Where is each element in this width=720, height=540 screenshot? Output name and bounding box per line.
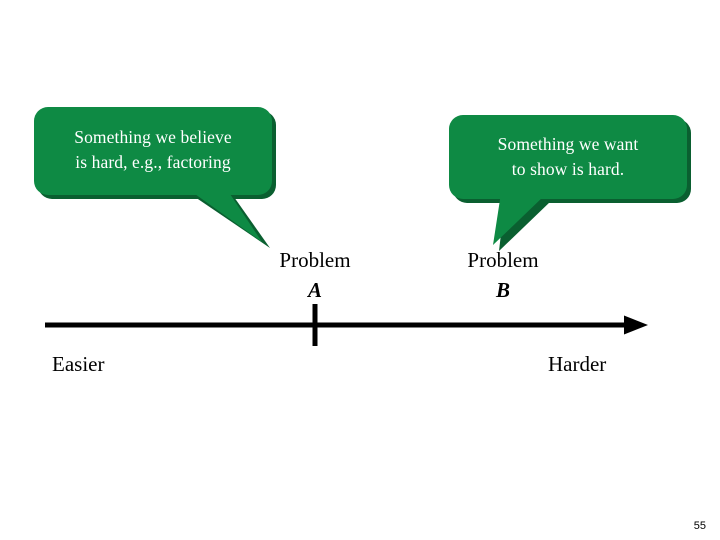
- problem-a-letter: A: [307, 277, 322, 302]
- problem-b-label: Problem B: [423, 246, 583, 306]
- problem-b-letter: B: [495, 277, 510, 302]
- problem-a-label: Problem A: [235, 246, 395, 306]
- axis-arrowhead-icon: [624, 315, 648, 335]
- axis-label-easier: Easier: [52, 352, 105, 376]
- problem-b-word: Problem: [467, 248, 539, 272]
- callout-right-text: Something we want to show is hard.: [497, 134, 639, 179]
- callout-bubble-left: Something we believe is hard, e.g., fact…: [34, 107, 276, 248]
- axis-label-harder: Harder: [548, 352, 607, 376]
- problem-a-word: Problem: [279, 248, 351, 272]
- callout-left-body: Something we believe is hard, e.g., fact…: [34, 107, 272, 195]
- callout-right-body: Something we want to show is hard.: [449, 115, 687, 199]
- page-number: 55: [693, 520, 706, 532]
- callout-left-text: Something we believe is hard, e.g., fact…: [74, 127, 232, 172]
